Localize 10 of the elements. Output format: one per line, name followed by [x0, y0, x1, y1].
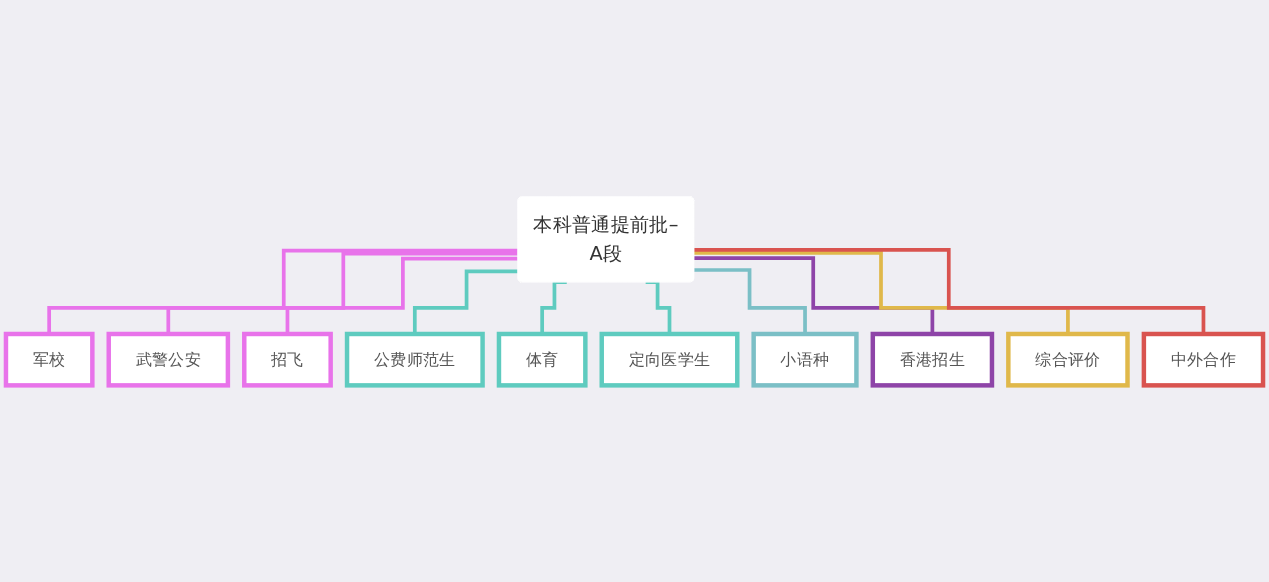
node-box: 军校 [3, 331, 95, 388]
node-box: 公费师范生 [344, 331, 485, 388]
node-box: 综合评价 [1006, 331, 1130, 388]
node-box: 中外合作 [1141, 331, 1266, 388]
node-box: 武警公安 [106, 331, 231, 388]
node-box: 体育 [496, 331, 588, 388]
node-box: 小语种 [751, 331, 859, 388]
node-box: 香港招生 [870, 331, 995, 388]
node-box: 定向医学生 [599, 331, 740, 388]
node-box: 招飞 [242, 331, 333, 388]
